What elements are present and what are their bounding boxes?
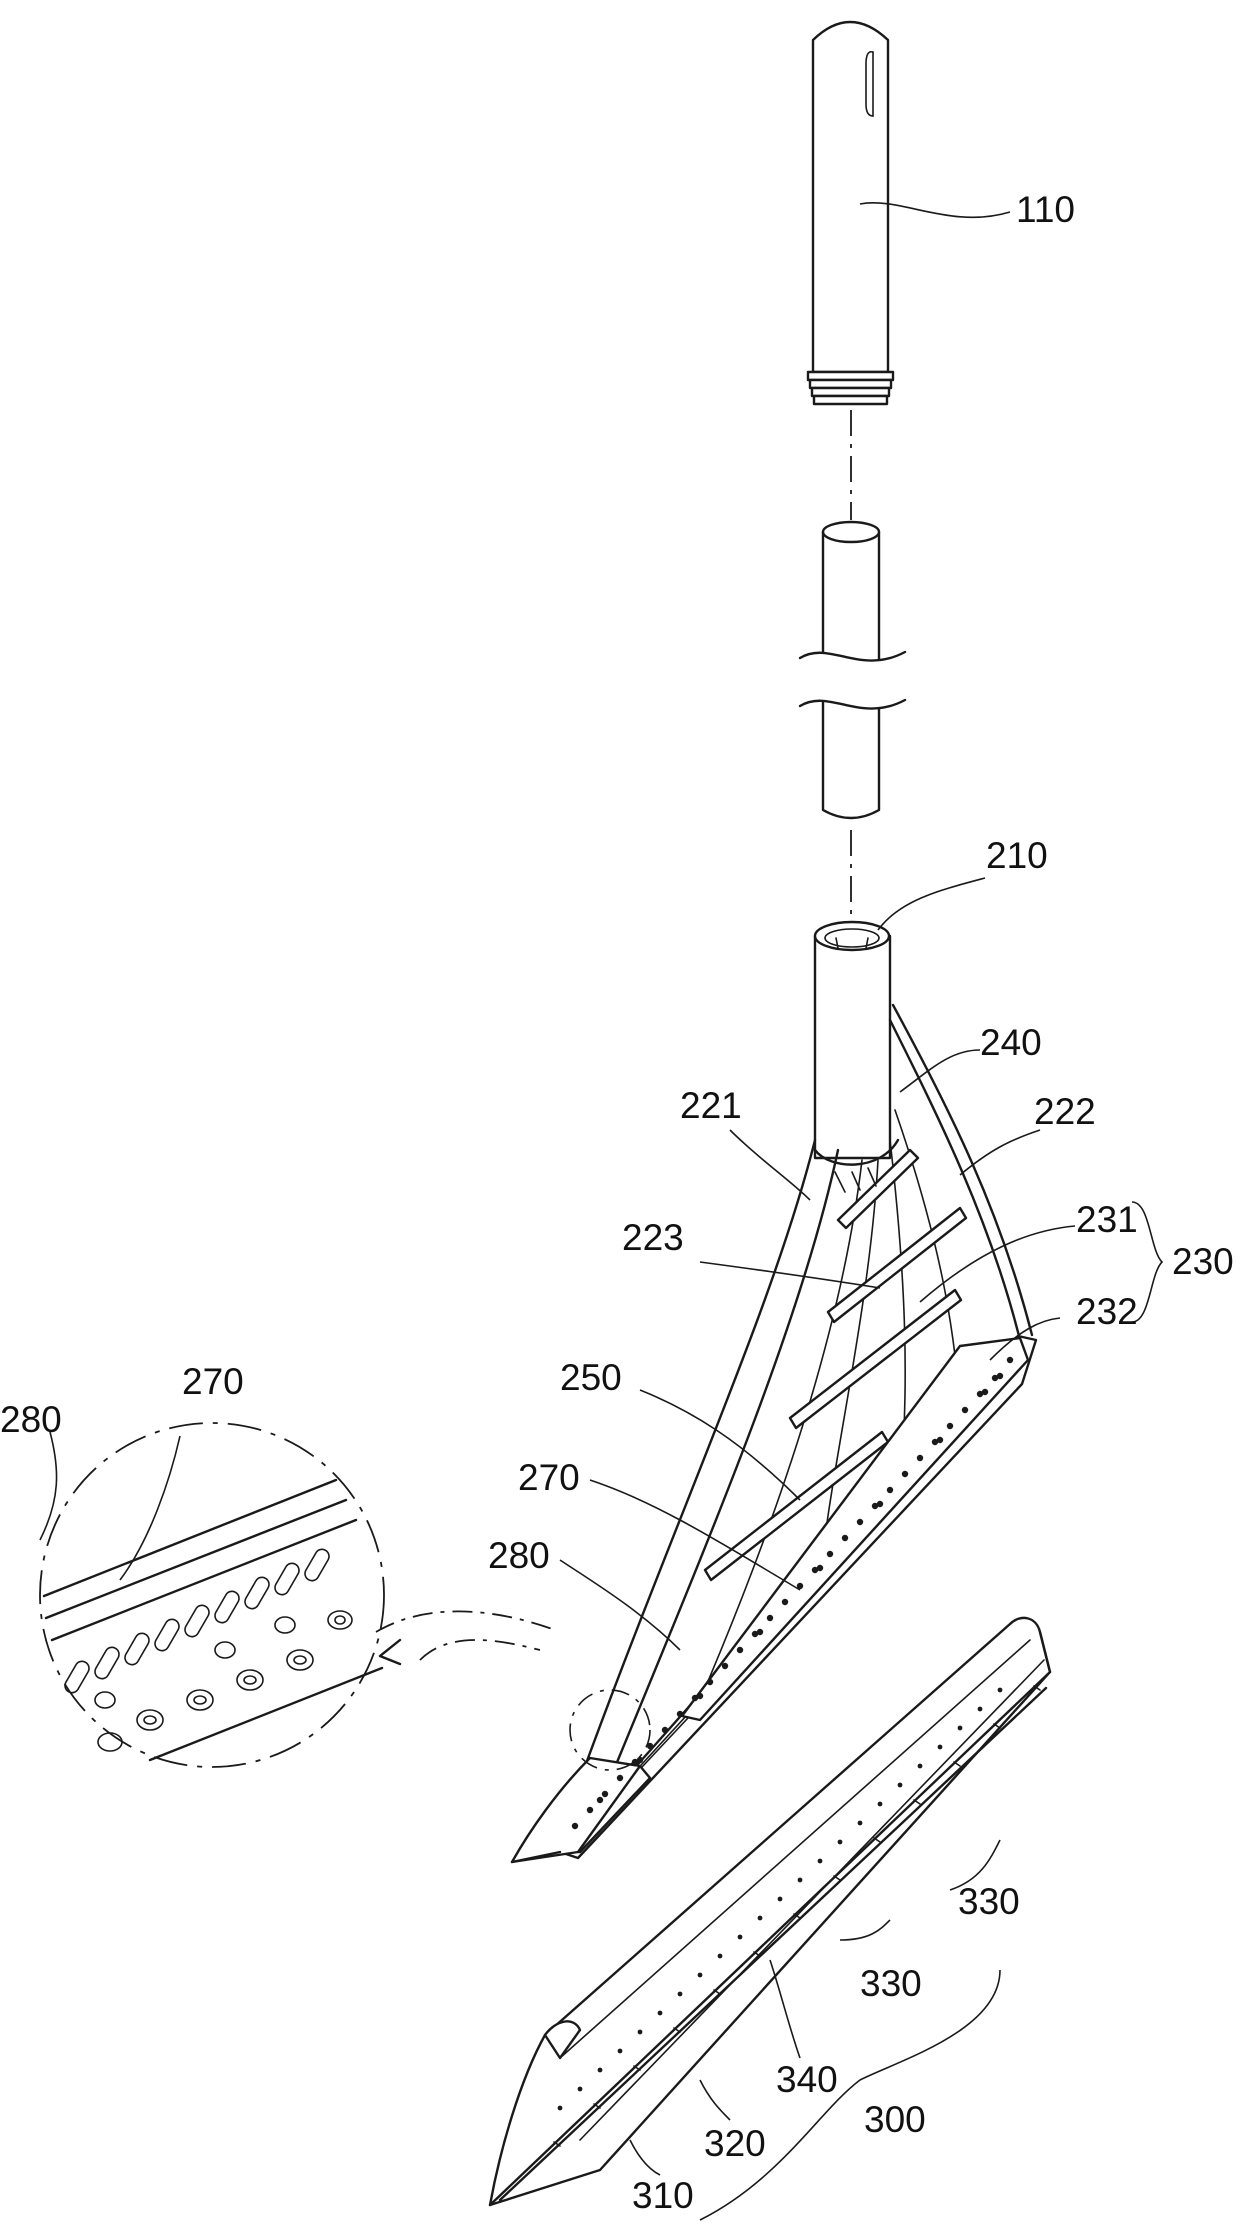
label-340: 340 <box>776 2059 838 2100</box>
label-280-body: 280 <box>488 1535 550 1576</box>
middle-pole <box>798 520 907 820</box>
label-223: 223 <box>622 1217 684 1258</box>
pad-edge-hatch <box>553 1685 1041 2147</box>
label-221: 221 <box>680 1085 742 1126</box>
perforation-dots <box>571 1356 1014 1830</box>
label-310: 310 <box>632 2175 694 2216</box>
mop-pad-300 <box>488 1616 1052 2207</box>
label-240: 240 <box>980 1022 1042 1063</box>
label-270-detail: 270 <box>182 1361 244 1402</box>
label-280-detail: 280 <box>0 1399 62 1440</box>
reference-labels: 110 210 240 221 222 223 231 230 232 250 … <box>0 189 1234 2216</box>
label-330-mid: 330 <box>860 1963 922 2004</box>
label-230: 230 <box>1172 1241 1234 1282</box>
label-270-body: 270 <box>518 1457 580 1498</box>
label-231: 231 <box>1076 1199 1138 1240</box>
leader-lines <box>39 202 1164 2221</box>
label-300: 300 <box>864 2099 926 2140</box>
label-110: 110 <box>1016 189 1075 230</box>
label-222: 222 <box>1034 1091 1096 1132</box>
label-210: 210 <box>986 835 1048 876</box>
label-320: 320 <box>704 2123 766 2164</box>
pad-dots <box>557 1687 1003 2111</box>
handle-top-110 <box>806 20 895 406</box>
detail-magnifier <box>39 1422 651 1771</box>
broom-head-body <box>510 920 1038 1864</box>
label-250: 250 <box>560 1357 622 1398</box>
label-232: 232 <box>1076 1291 1138 1332</box>
label-330-right: 330 <box>958 1881 1020 1922</box>
